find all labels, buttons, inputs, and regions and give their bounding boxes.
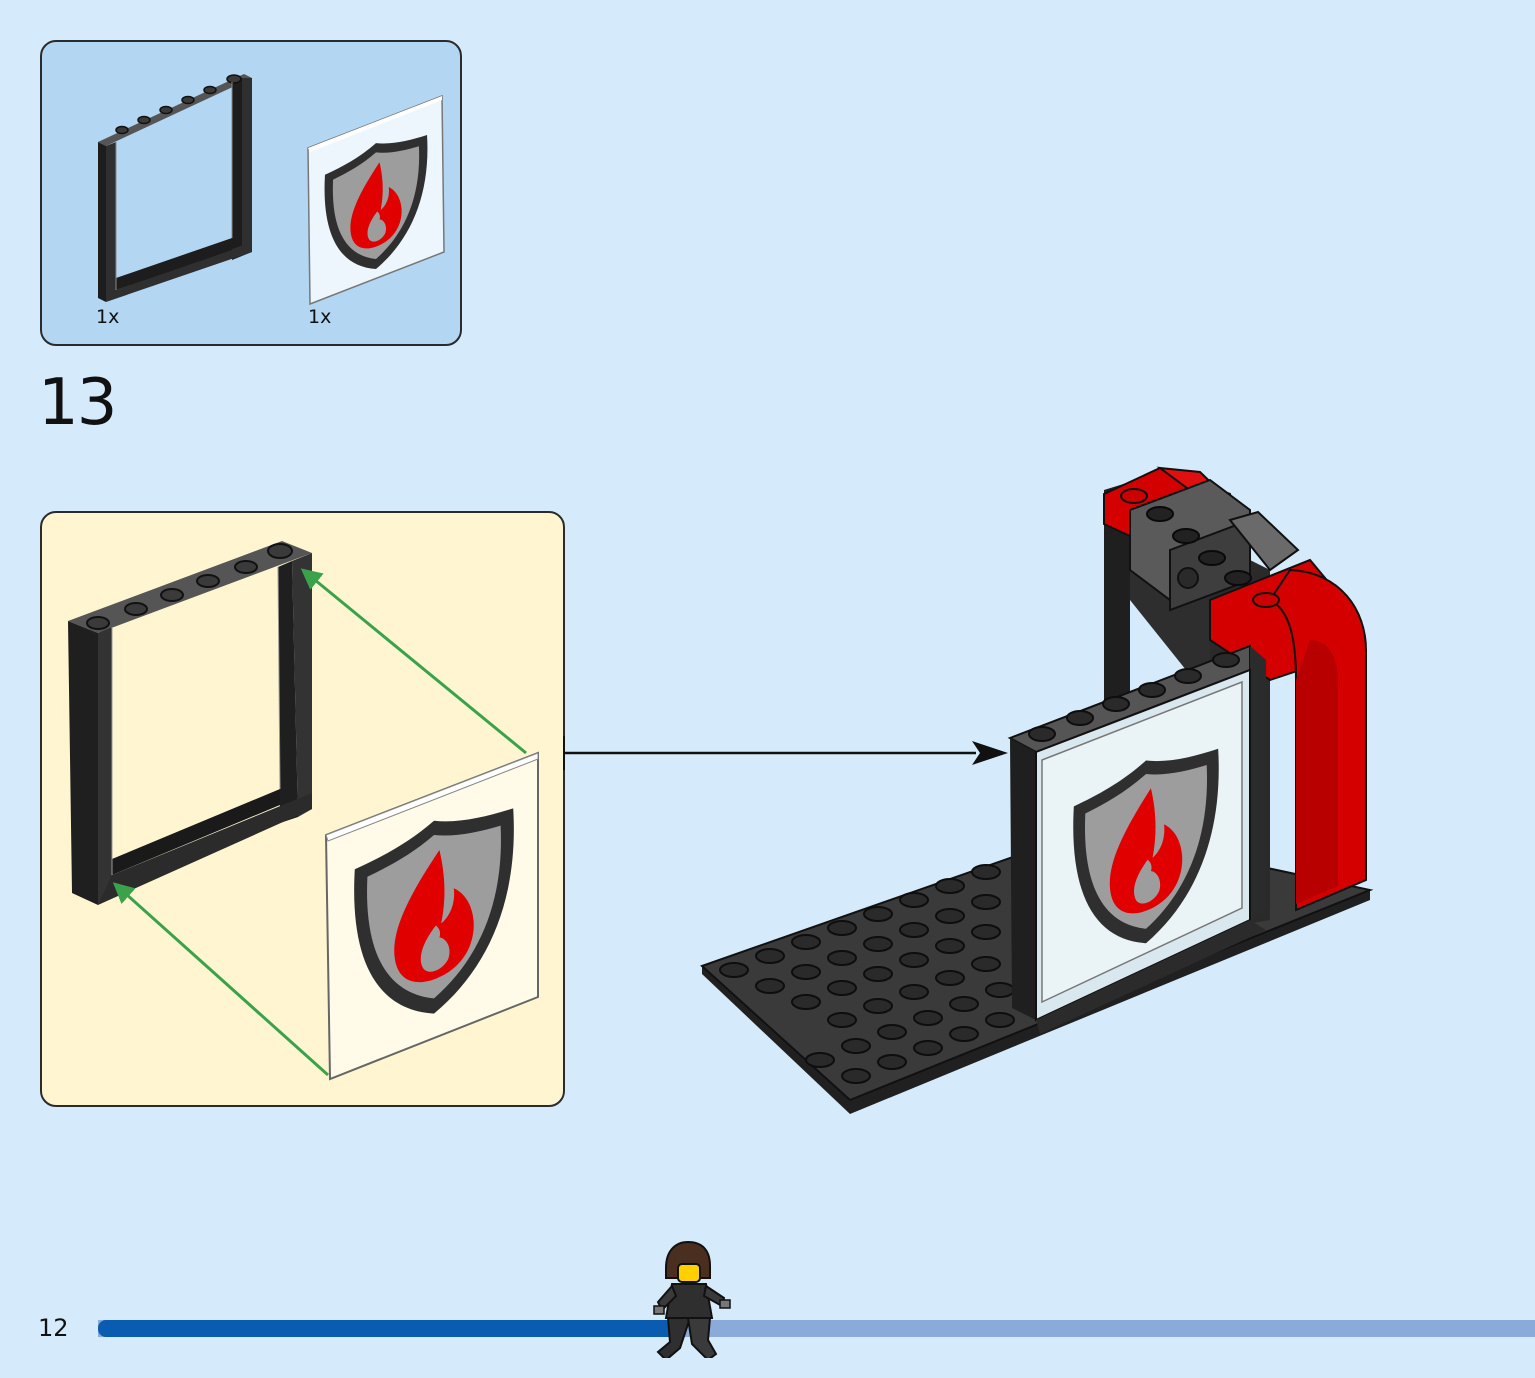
fire-shield-pane-illustration xyxy=(324,751,539,1081)
placement-arrow xyxy=(563,736,1008,770)
frame-quantity: 1x xyxy=(96,306,120,328)
minifigure-progress-marker xyxy=(653,1240,731,1358)
installed-window-with-shield xyxy=(1007,644,1266,1034)
window-frame-illustration xyxy=(68,541,312,905)
parts-list-callout: 1x 1x xyxy=(40,40,462,346)
pane-quantity: 1x xyxy=(308,306,332,328)
fire-station-model xyxy=(700,466,1374,1114)
page-number: 12 xyxy=(38,1314,69,1342)
guide-arrow-bottom xyxy=(112,882,330,1077)
guide-arrow-top xyxy=(300,568,527,755)
subassembly-illustration xyxy=(68,541,539,1081)
black-window-frame-icon xyxy=(98,74,252,302)
subassembly-callout xyxy=(40,511,565,1107)
step-number: 13 xyxy=(38,366,117,440)
progress-done xyxy=(98,1320,680,1337)
progress-track xyxy=(98,1240,1535,1358)
grey-hinge-bricks xyxy=(1129,478,1300,612)
fire-shield-glass-pane-icon xyxy=(307,94,445,306)
